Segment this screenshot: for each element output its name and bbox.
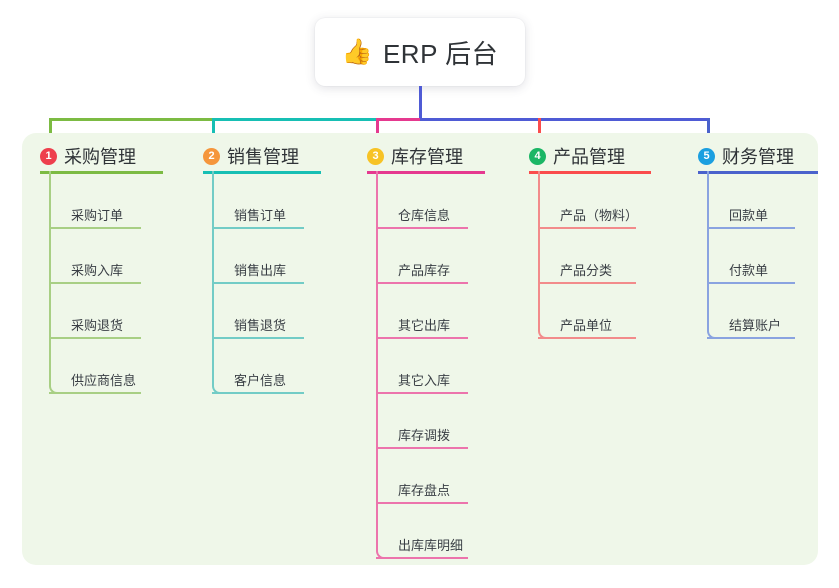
leaf-corner-connector	[707, 329, 716, 339]
leaf-underline	[49, 392, 141, 394]
leaf-label: 产品分类	[560, 263, 613, 278]
leaf-underline	[376, 227, 468, 229]
branch-number-badge: 3	[367, 147, 384, 165]
branch-underline	[203, 171, 321, 174]
leaf-underline	[707, 337, 795, 339]
leaf-label: 销售退货	[234, 318, 287, 333]
branch-header-库存管理[interactable]: 3 库存管理	[367, 143, 463, 169]
root-stem-connector	[419, 86, 422, 121]
bus-segment-5	[538, 118, 710, 121]
leaf-underline	[376, 502, 468, 504]
leaf-label: 回款单	[729, 208, 769, 223]
leaf-underline	[376, 392, 468, 394]
root-title: ERP 后台	[382, 38, 499, 69]
leaf-underline	[376, 447, 468, 449]
leaf-underline	[376, 557, 468, 559]
branch-title: 产品管理	[553, 147, 625, 167]
leaf-label: 采购退货	[71, 318, 124, 333]
leaf-underline	[538, 282, 636, 284]
leaf-label: 库存调拨	[398, 428, 451, 443]
leaf-label: 销售出库	[234, 263, 287, 278]
leaf-underline	[212, 392, 304, 394]
leaf-label: 其它出库	[398, 318, 451, 333]
branch-number-badge: 5	[698, 147, 715, 165]
branch-number-badge: 2	[203, 147, 220, 165]
leaf-label: 出库库明细	[398, 538, 464, 553]
branch-header-采购管理[interactable]: 1 采购管理	[40, 143, 136, 169]
branch-spine	[49, 171, 51, 384]
branch-header-财务管理[interactable]: 5 财务管理	[698, 143, 794, 169]
root-node[interactable]: 👍 ERP 后台	[315, 18, 525, 86]
leaf-label: 客户信息	[234, 373, 287, 388]
branch-spine	[707, 171, 709, 329]
leaf-corner-connector	[538, 329, 547, 339]
branch-title: 采购管理	[64, 147, 136, 167]
bus-segment-2	[212, 118, 379, 121]
branch-underline	[698, 171, 818, 174]
leaf-underline	[376, 282, 468, 284]
leaf-underline	[212, 282, 304, 284]
leaf-label: 产品库存	[398, 263, 451, 278]
branch-underline	[367, 171, 485, 174]
leaf-label: 结算账户	[729, 318, 782, 333]
leaf-label: 仓库信息	[398, 208, 451, 223]
leaf-label: 采购入库	[71, 263, 124, 278]
leaf-underline	[538, 337, 636, 339]
branch-title: 销售管理	[227, 147, 299, 167]
leaf-corner-connector	[49, 384, 58, 394]
branch-number-badge: 4	[529, 147, 546, 165]
branch-title: 财务管理	[722, 147, 794, 167]
branches-panel: 1 采购管理采购订单采购入库采购退货供应商信息 2 销售管理销售订单销售出库销售退货客…	[22, 133, 818, 565]
leaf-underline	[49, 282, 141, 284]
leaf-underline	[707, 227, 795, 229]
bus-segment-4	[420, 118, 541, 121]
bus-segment-1	[49, 118, 215, 121]
leaf-underline	[212, 337, 304, 339]
leaf-underline	[212, 227, 304, 229]
leaf-underline	[376, 337, 468, 339]
leaf-label: 销售订单	[234, 208, 287, 223]
leaf-label: 库存盘点	[398, 483, 451, 498]
leaf-label: 产品（物料）	[560, 208, 639, 223]
branch-spine	[538, 171, 540, 329]
branch-title: 库存管理	[391, 147, 463, 167]
bus-segment-3	[376, 118, 423, 121]
leaf-underline	[538, 227, 636, 229]
leaf-label: 其它入库	[398, 373, 451, 388]
leaf-corner-connector	[376, 549, 385, 559]
branch-underline	[40, 171, 163, 174]
branch-spine	[212, 171, 214, 384]
branch-header-销售管理[interactable]: 2 销售管理	[203, 143, 299, 169]
leaf-label: 供应商信息	[71, 373, 137, 388]
leaf-corner-connector	[212, 384, 221, 394]
leaf-label: 采购订单	[71, 208, 124, 223]
leaf-label: 付款单	[729, 263, 769, 278]
branch-header-产品管理[interactable]: 4 产品管理	[529, 143, 625, 169]
branch-underline	[529, 171, 651, 174]
branch-spine	[376, 171, 378, 549]
leaf-underline	[49, 227, 141, 229]
thumbs-up-icon: 👍	[341, 37, 373, 66]
leaf-underline	[49, 337, 141, 339]
leaf-label: 产品单位	[560, 318, 613, 333]
branch-number-badge: 1	[40, 147, 57, 165]
leaf-underline	[707, 282, 795, 284]
